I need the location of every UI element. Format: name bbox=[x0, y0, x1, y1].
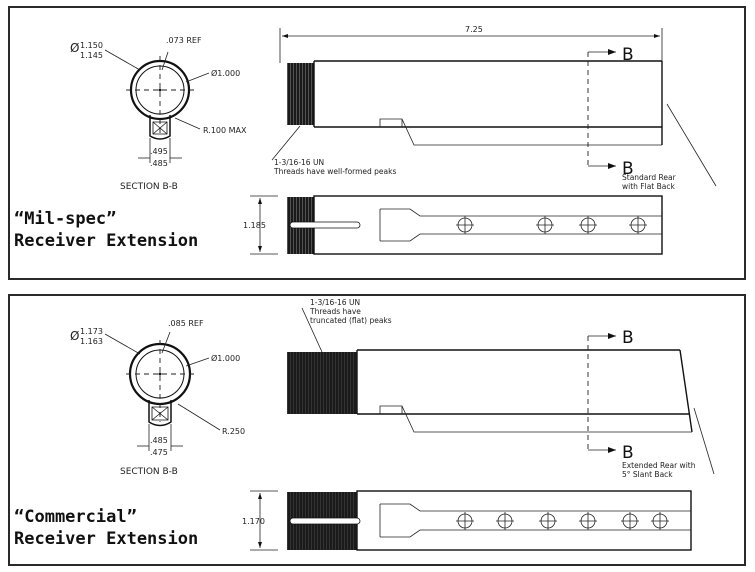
mil-spec-panel: Ø 1.150 1.145 .073 REF Ø1.000 R.100 MAX … bbox=[8, 6, 746, 280]
thread-note-line1: 1-3/16-16 UN bbox=[310, 298, 360, 307]
outer-dia-upper: 1.173 bbox=[80, 327, 103, 336]
rear-note-line1: Extended Rear with bbox=[622, 461, 696, 470]
side-view-top bbox=[287, 307, 715, 475]
radius-dim: R.250 bbox=[222, 427, 245, 436]
section-marker-bottom: B bbox=[622, 159, 634, 179]
height-dim: 1.185 bbox=[243, 221, 266, 230]
rear-note-line2: with Flat Back bbox=[622, 182, 675, 191]
section-marker-top: B bbox=[622, 328, 634, 348]
inner-dia: Ø1.000 bbox=[211, 68, 240, 78]
thread-note-line1: 1-3/16-16 UN bbox=[274, 158, 324, 167]
radius-dim: R.100 MAX bbox=[203, 126, 247, 135]
mil-spec-drawing: Ø 1.150 1.145 .073 REF Ø1.000 R.100 MAX … bbox=[70, 25, 717, 255]
side-view-top bbox=[271, 28, 717, 187]
title-line1: “Commercial” bbox=[14, 507, 137, 527]
slot-upper: .495 bbox=[150, 147, 168, 156]
title-line1: “Mil-spec” bbox=[14, 209, 117, 229]
section-marker-bottom: B bbox=[622, 443, 634, 463]
detent-holes bbox=[456, 512, 669, 530]
thread-note-line3: truncated (flat) peaks bbox=[310, 316, 392, 325]
rear-note-line1: Standard Rear bbox=[622, 173, 677, 182]
ref-dim: .073 REF bbox=[166, 36, 202, 45]
thread-note-line2: Threads have bbox=[309, 307, 361, 316]
length-dim: 7.25 bbox=[465, 25, 483, 34]
slot-lower: .475 bbox=[150, 448, 168, 457]
section-label: SECTION B-B bbox=[120, 467, 178, 477]
section-view bbox=[104, 49, 210, 163]
commercial-drawing: Ø 1.173 1.163 .085 REF Ø1.000 R.250 .485… bbox=[70, 298, 715, 551]
top-view bbox=[250, 195, 663, 255]
section-label: SECTION B-B bbox=[120, 182, 178, 192]
outer-dia-upper: 1.150 bbox=[80, 41, 103, 50]
title-line2: Receiver Extension bbox=[14, 231, 199, 251]
inner-dia: Ø1.000 bbox=[211, 353, 240, 363]
height-dim: 1.170 bbox=[242, 517, 265, 526]
outer-dia-lower: 1.145 bbox=[80, 51, 103, 60]
top-view bbox=[250, 490, 692, 551]
title-line2: Receiver Extension bbox=[14, 529, 199, 549]
slot-upper: .485 bbox=[150, 436, 168, 445]
phi-symbol: Ø bbox=[70, 41, 79, 55]
outer-dia-lower: 1.163 bbox=[80, 337, 103, 346]
detent-holes bbox=[456, 216, 647, 234]
rear-note-line2: 5° Slant Back bbox=[622, 470, 673, 479]
commercial-panel: Ø 1.173 1.163 .085 REF Ø1.000 R.250 .485… bbox=[8, 294, 746, 566]
slot-lower: .485 bbox=[150, 159, 168, 168]
section-view bbox=[104, 331, 221, 451]
thread-note-line2: Threads have well-formed peaks bbox=[273, 167, 396, 176]
ref-dim: .085 REF bbox=[168, 319, 204, 328]
section-marker-top: B bbox=[622, 45, 634, 65]
phi-symbol: Ø bbox=[70, 329, 79, 343]
